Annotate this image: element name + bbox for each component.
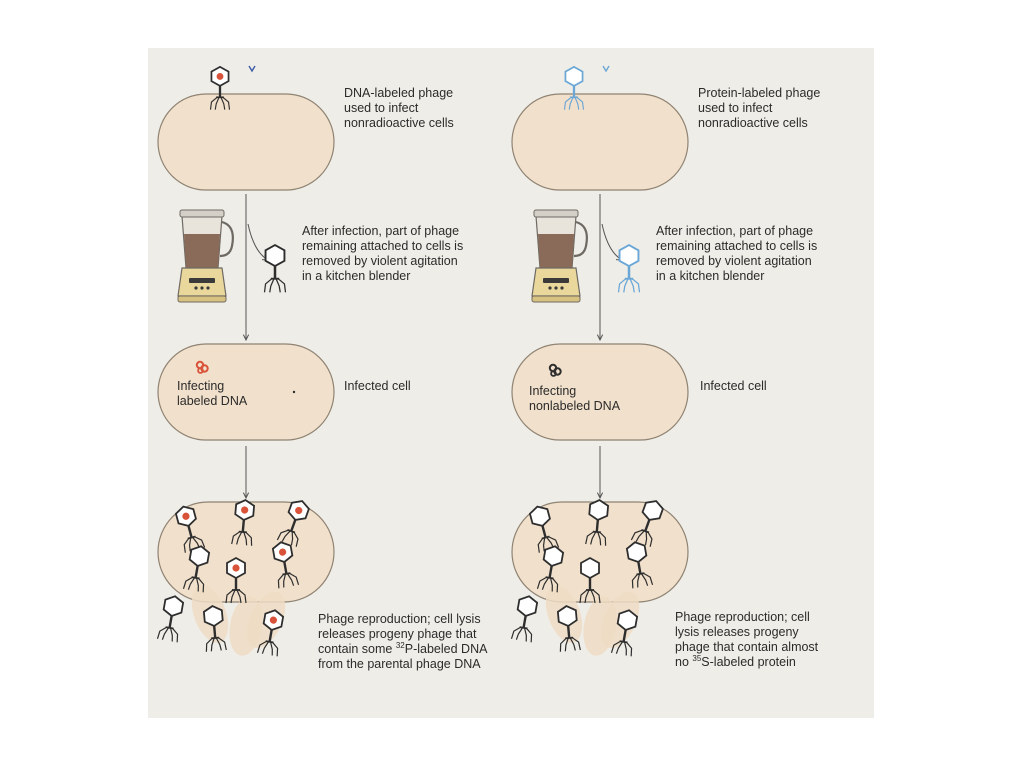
left-step4-line3-text: contain some — [318, 642, 393, 656]
right-infecting-dna-label: Infecting nonlabeled DNA — [529, 384, 620, 414]
left-infecting-dna-label: Infecting labeled DNA — [177, 379, 247, 409]
right-step3-caption: Infected cell — [700, 379, 767, 393]
left-step4-caption: Phage reproduction; cell lysis releases … — [318, 612, 487, 672]
left-isotope-mass: 32 — [395, 640, 405, 650]
left-step2-caption: After infection, part of phage remaining… — [302, 224, 463, 284]
right-isotope-mass: 35 — [692, 653, 702, 663]
right-step2-line2: remaining attached to cells is — [656, 239, 818, 253]
right-step4-line3: phage that contain almost — [675, 640, 819, 654]
left-progeny-phage-1 — [172, 502, 206, 554]
left-arrow-2-head — [242, 492, 250, 500]
left-step4-line4: from the parental phage DNA — [318, 657, 481, 671]
right-step4-line4: no 35S-labeled protein — [675, 653, 818, 670]
right-step4-caption: Phage reproduction; cell lysis releases … — [675, 610, 818, 670]
right-dna-blob-c — [550, 370, 557, 377]
right-arrow-2-head — [596, 492, 604, 500]
left-progeny-phage-6-label-dot — [232, 564, 240, 572]
left-inside-line2: labeled DNA — [177, 394, 248, 408]
left-progeny-phage-2-label-dot — [241, 506, 249, 514]
left-progeny-phage-6 — [224, 556, 248, 605]
left-progeny-phage-5-label-dot — [279, 548, 287, 556]
right-step2-line1: After infection, part of phage — [656, 224, 814, 238]
left-step2-line3: removed by violent agitation — [302, 254, 458, 268]
left-arrow-1-head — [242, 334, 250, 342]
diagram-artwork — [148, 48, 874, 718]
right-step1-line3: nonradioactive cells — [698, 116, 808, 130]
right-small-tail-mark — [602, 65, 610, 73]
left-attached-phage-label-dot — [216, 72, 224, 80]
right-step1-caption: Protein-labeled phage used to infect non… — [698, 86, 820, 131]
left-progeny-phage-3 — [276, 496, 313, 548]
left-attached-phage — [209, 65, 231, 111]
left-step1-line3: nonradioactive cells — [344, 116, 454, 130]
left-blender — [176, 208, 234, 304]
left-progeny-phage-9-label-dot — [269, 616, 277, 624]
left-speck — [292, 390, 296, 394]
right-step2-line4: in a kitchen blender — [656, 269, 765, 283]
right-step4-line2: lysis releases progeny — [675, 625, 799, 639]
right-blender — [530, 208, 588, 304]
left-small-tail-mark — [248, 65, 256, 73]
right-inside-line1: Infecting — [529, 384, 577, 398]
right-cell-step1 — [511, 93, 689, 191]
left-step4-line1: Phage reproduction; cell lysis — [318, 612, 481, 626]
left-dna-blob — [195, 360, 209, 374]
left-step4-line3-rest: P-labeled DNA — [404, 642, 488, 656]
left-progeny-phage-1-label-dot — [182, 512, 190, 520]
right-arrow-1 — [596, 194, 604, 342]
left-step1-line1: DNA-labeled phage — [344, 86, 454, 100]
right-step4-line4-rest: S-labeled protein — [701, 655, 796, 669]
left-progeny-phage-9 — [256, 607, 287, 658]
left-step4-line2: releases progeny phage that — [318, 627, 477, 641]
left-arrow-1 — [242, 194, 250, 342]
left-arrow-2 — [242, 446, 250, 500]
right-step2-caption: After infection, part of phage remaining… — [656, 224, 817, 284]
left-inside-line1: Infecting — [177, 379, 225, 393]
right-arrow-2 — [596, 446, 604, 500]
right-step4-line4-text: no — [675, 655, 689, 669]
left-progeny-phage-2 — [230, 497, 257, 547]
left-step1-line2: used to infect — [344, 101, 419, 115]
right-step1-line1: Protein-labeled phage — [698, 86, 821, 100]
left-step2-line1: After infection, part of phage — [302, 224, 460, 238]
right-inside-line2: nonlabeled DNA — [529, 399, 621, 413]
hershey-chase-diagram: DNA-labeled phage used to infect nonradi… — [148, 48, 874, 718]
left-progeny-phage-5 — [269, 539, 300, 590]
left-dna-blob-c — [197, 367, 204, 374]
left-step2-line2: remaining attached to cells is — [302, 239, 464, 253]
right-step1-line2: used to infect — [698, 101, 773, 115]
left-step1-caption: DNA-labeled phage used to infect nonradi… — [344, 86, 454, 131]
right-dna-blob — [548, 363, 562, 377]
right-arrow-1-head — [596, 334, 604, 342]
left-step4-line3: contain some 32P-labeled DNA — [318, 640, 488, 657]
left-step2-line4: in a kitchen blender — [302, 269, 411, 283]
right-step4-line1: Phage reproduction; cell — [675, 610, 810, 624]
left-progeny-phage-3-label-dot — [295, 506, 303, 515]
left-step3-caption: Infected cell — [344, 379, 411, 393]
left-cell-step1 — [157, 93, 335, 191]
right-step2-line3: removed by violent agitation — [656, 254, 812, 268]
